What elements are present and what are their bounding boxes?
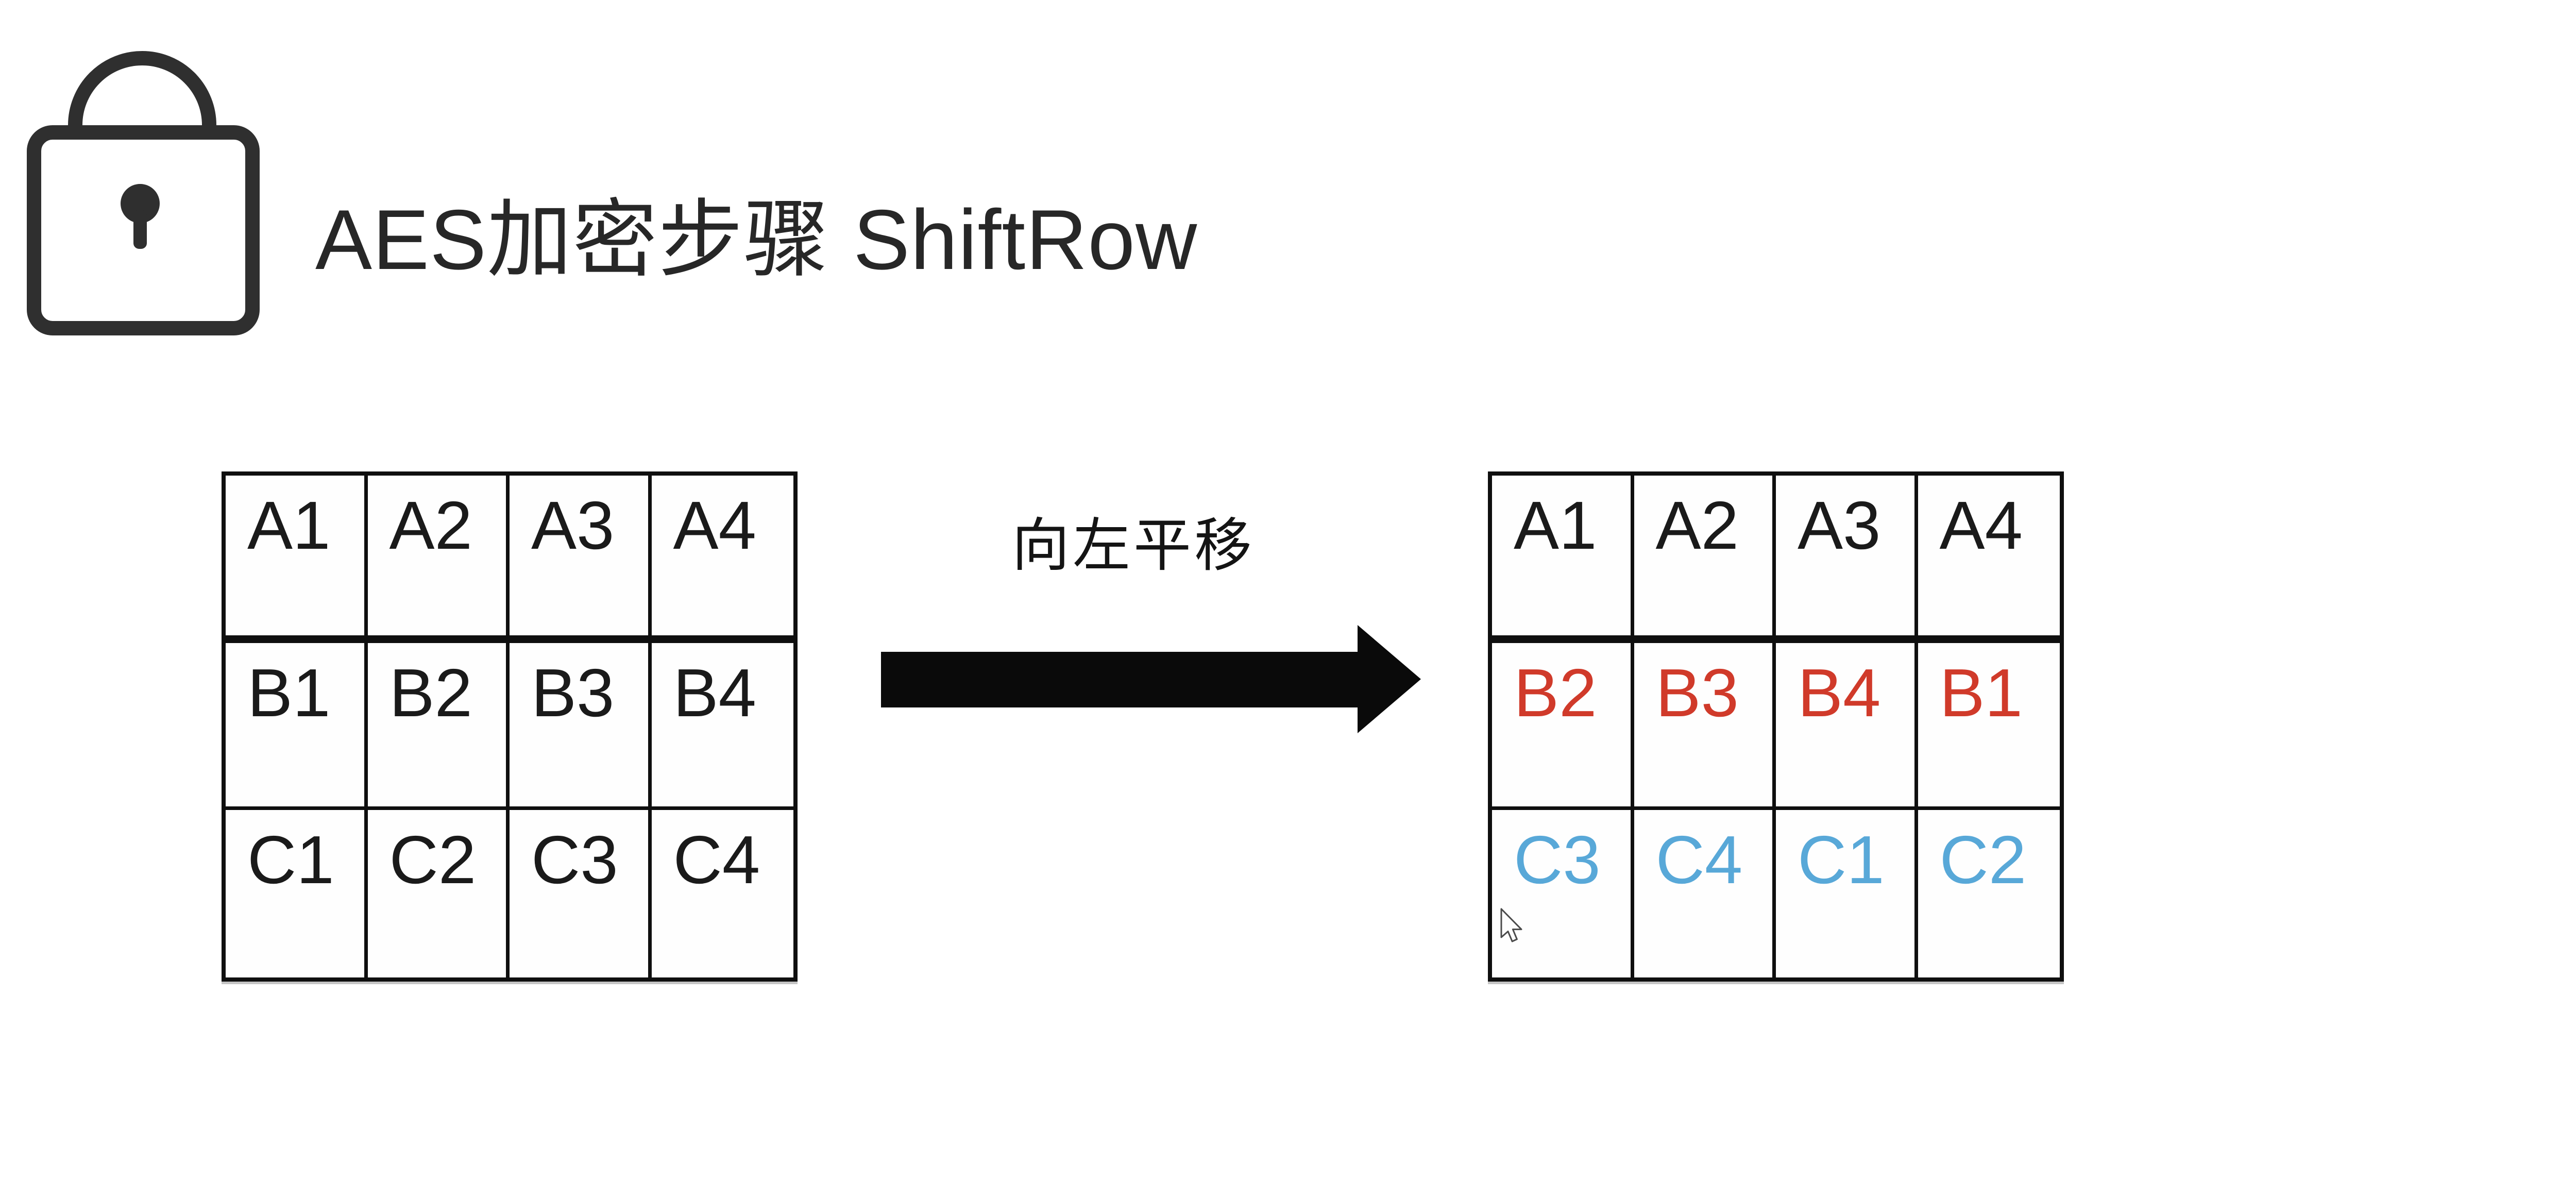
table-cell-c2: C2	[367, 810, 510, 977]
table-cell-c3: C3	[510, 810, 652, 977]
table-cell-c1: C1	[1776, 810, 1918, 977]
table-cell-b4: B4	[651, 643, 793, 811]
table-cell-a4: A4	[1918, 476, 2060, 643]
table-cell-c1: C1	[226, 810, 368, 977]
table-cell-a2: A2	[1634, 476, 1776, 643]
shift-right-arrow-icon	[881, 625, 1421, 733]
page-title: AES加密步骤 ShiftRow	[315, 192, 1198, 287]
table-cell-a4: A4	[651, 476, 793, 643]
table-cell-a3: A3	[510, 476, 652, 643]
table-cell-a2: A2	[367, 476, 510, 643]
shift-arrow-label: 向左平移	[1012, 512, 1255, 579]
table-cell-b3: B3	[510, 643, 652, 811]
table-cell-b2: B2	[1492, 643, 1634, 811]
table-cell-b4: B4	[1776, 643, 1918, 811]
table-cell-c4: C4	[1634, 810, 1776, 977]
table-cell-a1: A1	[226, 476, 368, 643]
table-cell-b3: B3	[1634, 643, 1776, 811]
lock-icon	[27, 51, 260, 335]
mouse-cursor-icon	[1500, 908, 1522, 942]
table-cell-c2: C2	[1918, 810, 2060, 977]
table-cell-c3: C3	[1492, 810, 1634, 977]
table-cell-b1: B1	[226, 643, 368, 811]
table-cell-a1: A1	[1492, 476, 1634, 643]
table-cell-b2: B2	[367, 643, 510, 811]
table-cell-a3: A3	[1776, 476, 1918, 643]
table-cell-c4: C4	[651, 810, 793, 977]
table-cell-b1: B1	[1918, 643, 2060, 811]
